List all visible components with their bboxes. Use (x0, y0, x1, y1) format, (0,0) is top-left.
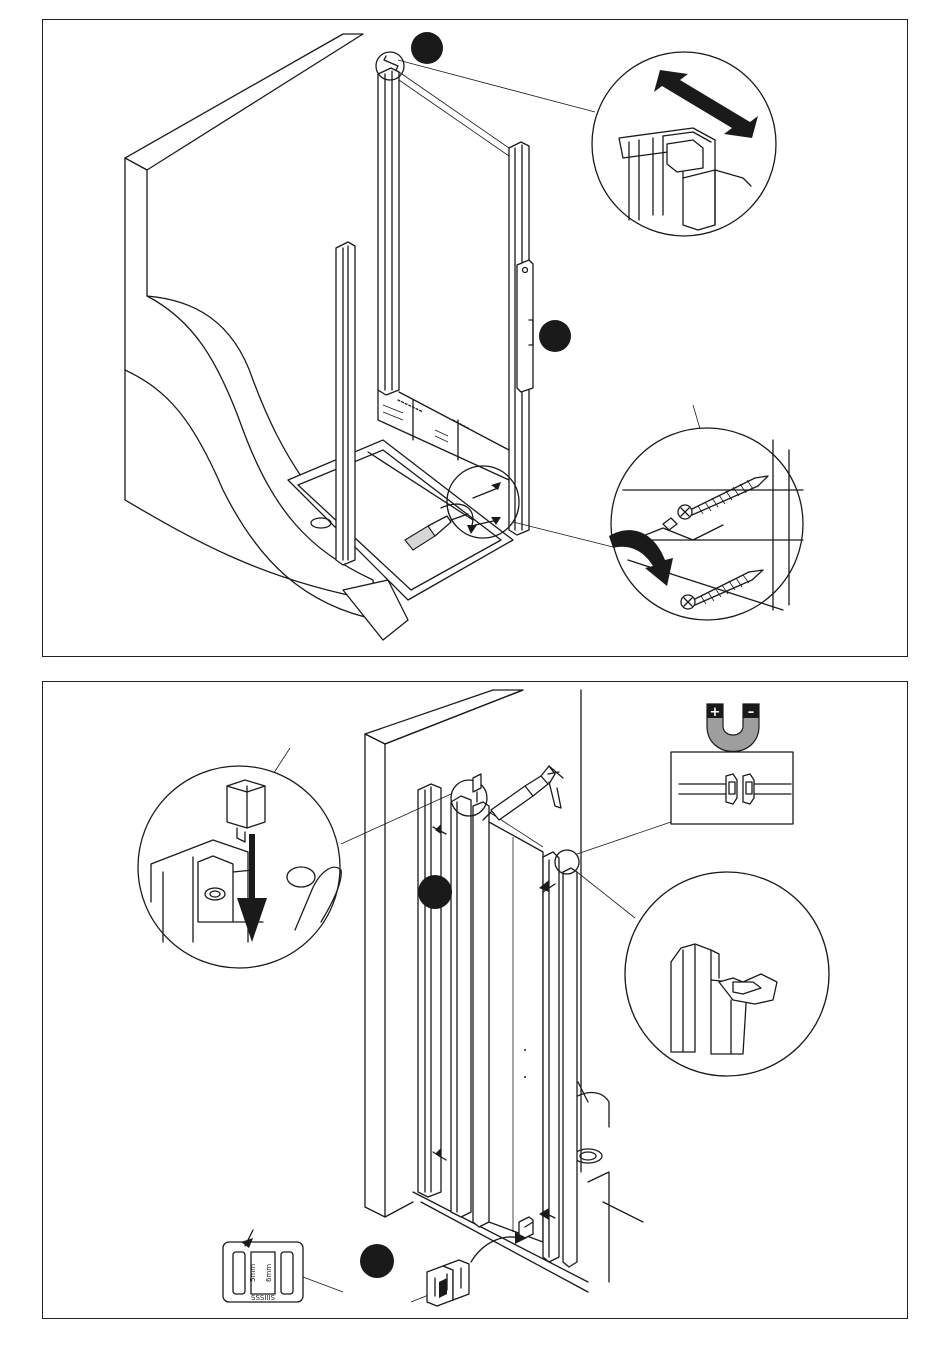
gauge-label-5mm: 5mm (249, 1264, 257, 1282)
top-illustration (43, 20, 908, 657)
bottom-illustration: + – 5mm 6mm SSSIIIS (43, 682, 908, 1319)
magnet-plus-label: + (710, 705, 721, 720)
detail-seal-profile (625, 872, 829, 1076)
magnet-icon: + – (707, 704, 759, 752)
step-marker-2 (539, 320, 571, 352)
step-panel-top (42, 19, 908, 657)
detail-screws (611, 428, 803, 620)
magnet-detail (671, 752, 793, 824)
door-frame (451, 796, 577, 1267)
wall-profile-left (336, 242, 355, 565)
step-marker-1 (411, 32, 443, 64)
gauge-label-6mm: 6mm (265, 1264, 273, 1282)
step-marker-2 (418, 875, 452, 909)
base-clip (427, 1260, 469, 1306)
detail-cap-insert (138, 766, 341, 968)
step-panel-bottom: + – 5mm 6mm SSSIIIS (42, 681, 908, 1319)
door-handle (517, 260, 533, 392)
shower-tray (413, 1093, 643, 1292)
silicone-gun-icon (483, 766, 563, 820)
step-marker-4 (360, 1244, 394, 1278)
gauge-brand: SSSIIIS (251, 1294, 276, 1302)
magnet-minus-label: – (748, 705, 755, 720)
spacer-gauge: 5mm 6mm SSSIIIS (223, 1230, 303, 1302)
detail-profile-adjust (592, 52, 776, 236)
wall-profile-left (418, 784, 446, 1197)
